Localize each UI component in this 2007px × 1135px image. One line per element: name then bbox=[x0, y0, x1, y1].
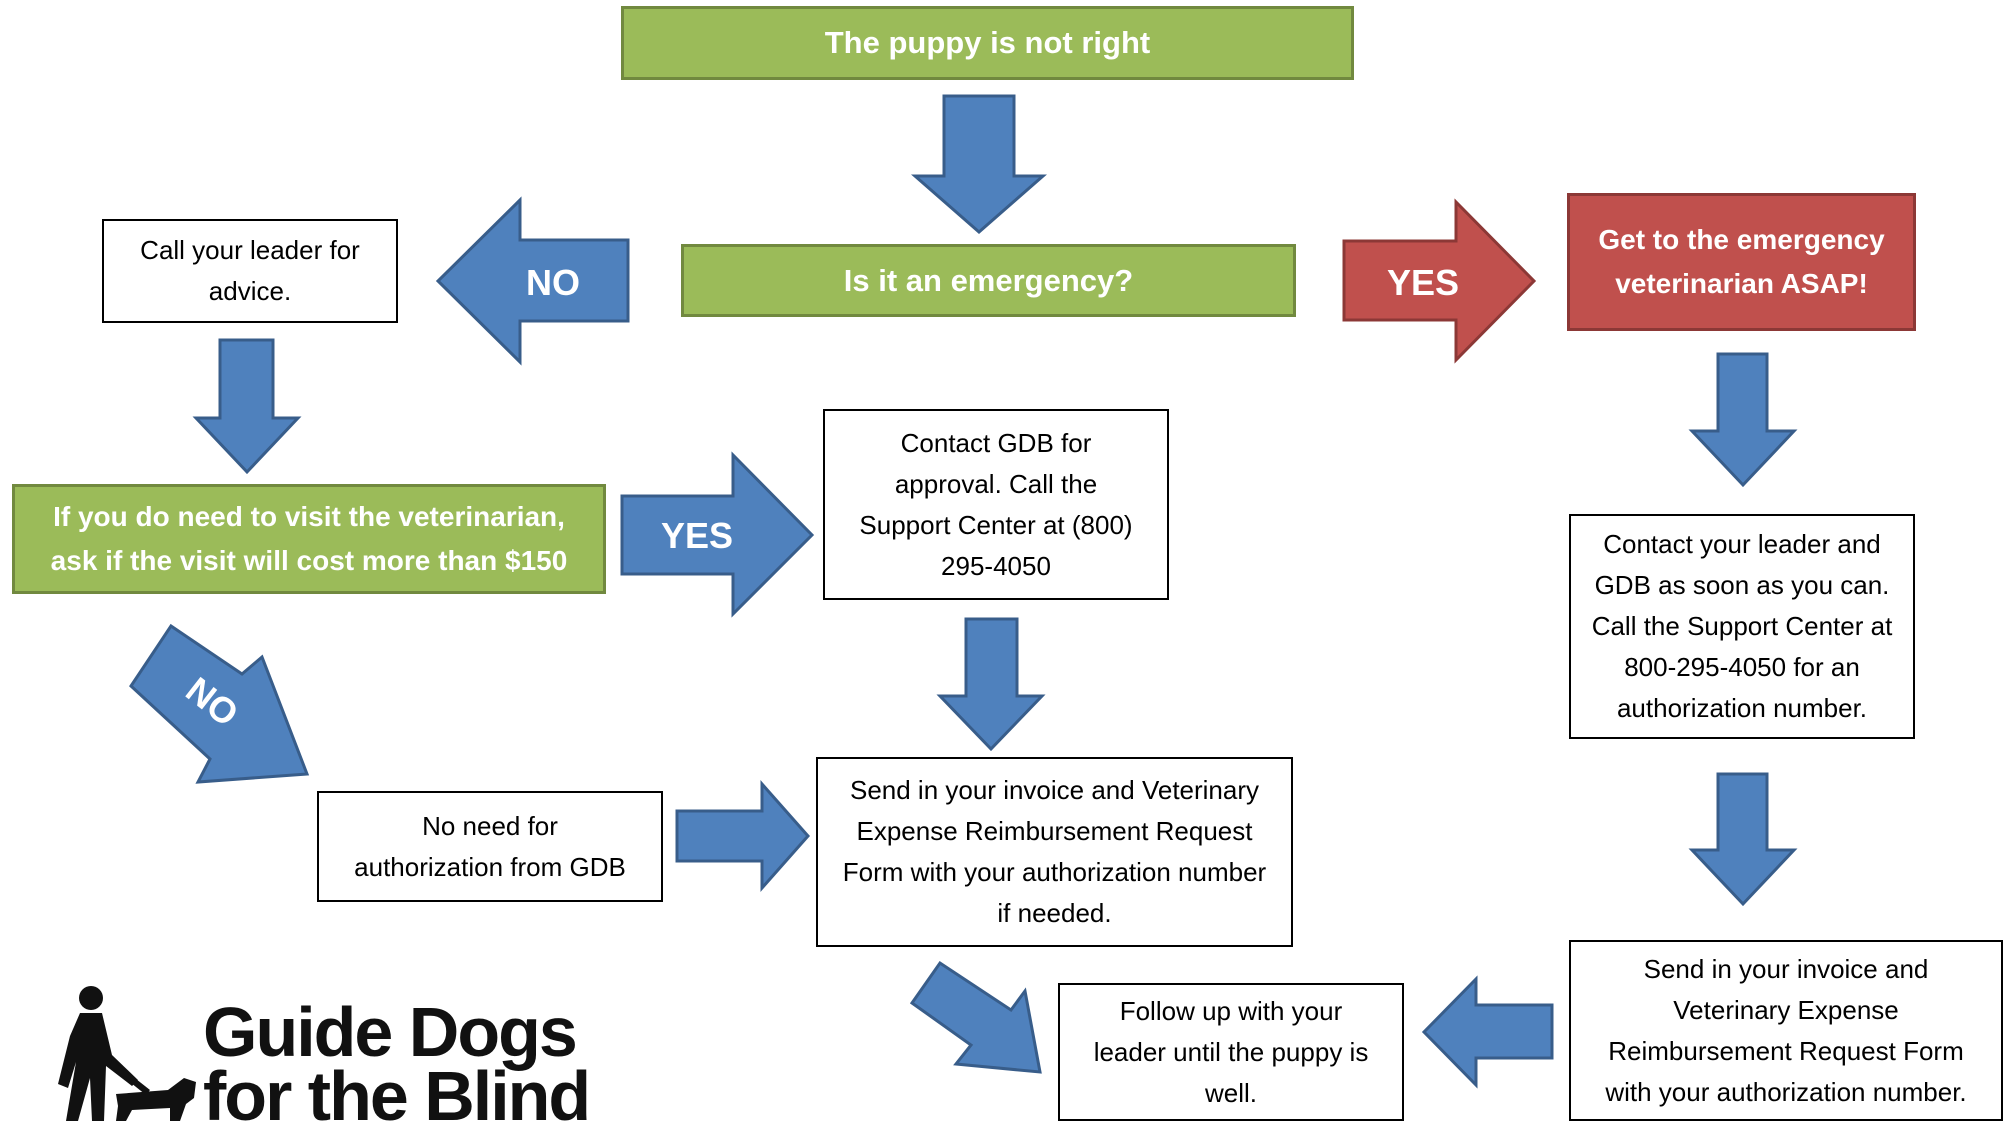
arrow-down-contact-leader bbox=[1688, 772, 1798, 907]
arrow-label-yes-emergency: YES bbox=[1386, 262, 1460, 303]
arrow-right-yes-cost bbox=[620, 451, 815, 618]
node-contact-leader-gdb: Contact your leader and GDB as soon as y… bbox=[1569, 514, 1915, 739]
arrow-label-no-emergency: NO bbox=[526, 262, 580, 303]
arrow-down-start bbox=[911, 94, 1047, 234]
node-contact-gdb: Contact GDB for approval. Call the Suppo… bbox=[823, 409, 1169, 600]
arrow-diagonal-no-cost bbox=[129, 623, 310, 784]
arrow-left-send-invoice-number bbox=[1421, 975, 1554, 1089]
arrow-label-yes-cost: YES bbox=[660, 515, 734, 556]
node-visit-cost: If you do need to visit the veterinarian… bbox=[12, 484, 606, 594]
arrow-right-yes-emergency bbox=[1342, 198, 1537, 364]
node-no-authorization: No need for authorization from GDB bbox=[317, 791, 663, 902]
logo-line-1: Guide Dogs bbox=[203, 993, 578, 1071]
arrow-right-no-authorization bbox=[675, 780, 811, 892]
node-send-invoice-number: Send in your invoice and Veterinary Expe… bbox=[1569, 940, 2003, 1121]
node-send-invoice-if-needed: Send in your invoice and Veterinary Expe… bbox=[816, 757, 1293, 947]
logo: Guide Dogs for the Blind bbox=[203, 993, 591, 1135]
arrow-down-emergency-vet bbox=[1688, 352, 1798, 488]
arrow-left-no bbox=[435, 196, 630, 366]
node-emergency-question: Is it an emergency? bbox=[681, 244, 1296, 317]
node-call-leader: Call your leader for advice. bbox=[102, 219, 398, 323]
logo-line-2: for the Blind bbox=[203, 1057, 591, 1135]
arrow-down-call-leader bbox=[192, 338, 302, 475]
arrow-down-contact-gdb bbox=[936, 617, 1046, 752]
node-follow-up: Follow up with your leader until the pup… bbox=[1058, 983, 1404, 1121]
node-start: The puppy is not right bbox=[621, 6, 1354, 80]
node-emergency-vet: Get to the emergency veterinarian ASAP! bbox=[1567, 193, 1916, 331]
arrow-diagonal-send-invoice bbox=[909, 960, 1042, 1074]
guide-dog-logo-icon bbox=[58, 986, 196, 1121]
